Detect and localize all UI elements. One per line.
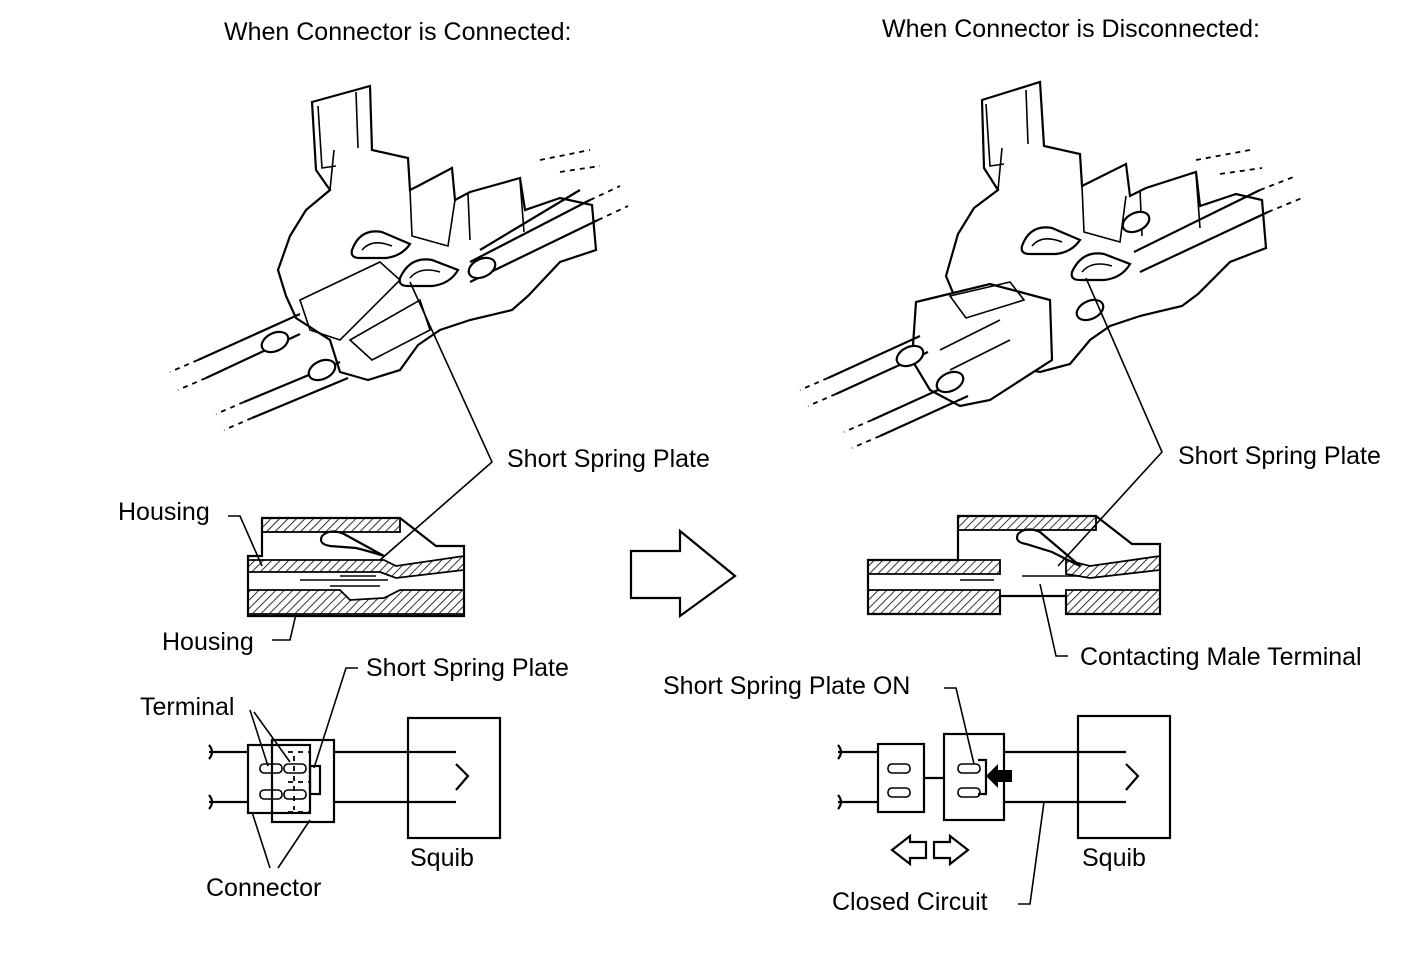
label-squib-right: Squib	[1082, 844, 1146, 872]
title-disconnected: When Connector is Disconnected:	[882, 15, 1260, 43]
label-short-spring-plate-schematic: Short Spring Plate	[366, 654, 569, 682]
schematic-connected	[208, 716, 502, 840]
connector-3d-connected	[169, 84, 629, 431]
label-connector: Connector	[206, 874, 321, 902]
label-housing-top: Housing	[118, 498, 210, 526]
label-housing-bottom: Housing	[162, 628, 254, 656]
label-squib-left: Squib	[410, 844, 474, 872]
label-short-spring-plate-on: Short Spring Plate ON	[663, 672, 910, 700]
spring-arrow-icon	[986, 764, 1012, 788]
label-short-spring-plate-right: Short Spring Plate	[1178, 442, 1381, 470]
cross-section-disconnected	[866, 514, 1162, 616]
title-connected: When Connector is Connected:	[224, 18, 571, 46]
left-arrow-icon	[890, 833, 928, 867]
schematic-disconnected	[837, 714, 1172, 867]
label-short-spring-plate-left: Short Spring Plate	[507, 445, 710, 473]
label-terminal: Terminal	[140, 693, 234, 721]
transition-arrow	[629, 528, 737, 619]
label-contacting-male-terminal: Contacting Male Terminal	[1080, 643, 1362, 671]
label-closed-circuit: Closed Circuit	[832, 888, 988, 916]
leader-lines	[228, 277, 1163, 905]
cross-section-connected	[246, 516, 466, 618]
right-arrow-icon	[932, 833, 970, 867]
connector-3d-disconnected	[799, 80, 1303, 449]
